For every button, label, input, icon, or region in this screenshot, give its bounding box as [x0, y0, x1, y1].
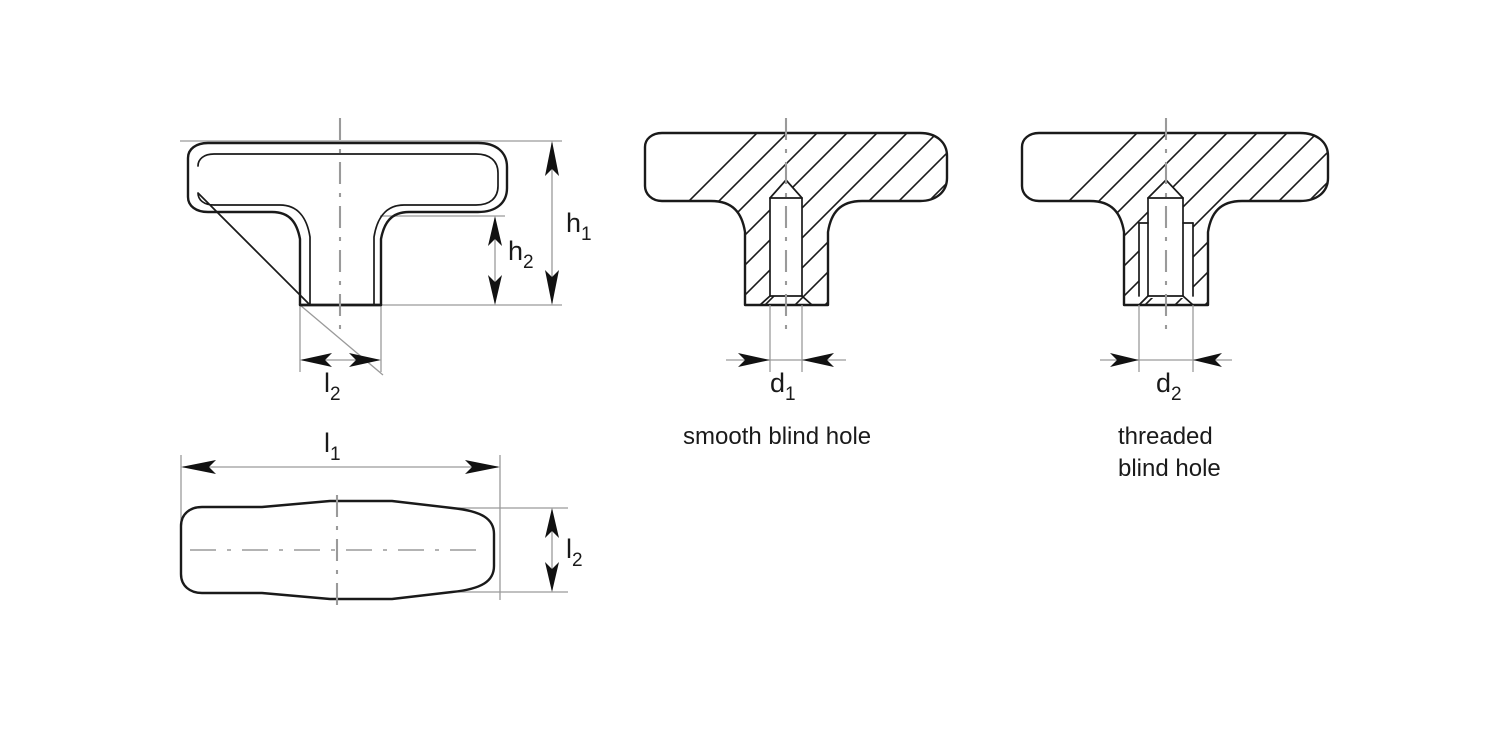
thread-mouth-chamfer: [1138, 295, 1194, 306]
dimension-d1: d1: [726, 353, 846, 405]
arrowhead-h1-bottom: [545, 270, 559, 305]
arrowhead-l2-right: [349, 353, 381, 367]
arrowhead-d2-right: [1193, 353, 1222, 367]
dimension-l2-front: l2: [300, 353, 381, 405]
dimension-l1: l1: [181, 428, 500, 474]
threaded-section-fill: [1022, 133, 1328, 305]
bore-mouth-chamfer: [759, 295, 813, 306]
dimension-h2: h2: [488, 216, 534, 305]
plan-top-view: l1 l2: [179, 428, 583, 605]
front-view-outer-profile: [186, 141, 509, 307]
threaded-section-outline: [1020, 131, 1330, 307]
dimension-label-l2-front: l2: [324, 368, 341, 405]
section-threaded-blind-hole-view: d2 threaded blind hole: [1020, 118, 1330, 482]
arrowhead-l2-plan-bottom: [545, 562, 559, 592]
dimension-l2-plan: l2: [545, 508, 583, 592]
arrowhead-d1-right: [802, 353, 834, 367]
front-view-inner-profile: [197, 153, 499, 306]
dimension-label-l2-plan: l2: [566, 534, 583, 571]
arrowhead-l1-left: [181, 460, 216, 474]
arrowhead-h1-top: [545, 141, 559, 176]
dimension-label-d2: d2: [1156, 368, 1182, 405]
dimension-label-l1: l1: [324, 428, 341, 465]
dimension-d2: d2: [1100, 353, 1232, 405]
dimension-label-h1: h1: [566, 208, 592, 245]
smooth-section-fill: [645, 133, 947, 305]
dimension-label-d1: d1: [770, 368, 796, 405]
arrowhead-l2-left: [300, 353, 332, 367]
caption-threaded-line1: threaded: [1118, 423, 1213, 450]
front-elevation-view: h1 h2 l2: [180, 118, 592, 405]
arrowhead-h2-bottom: [488, 275, 502, 305]
smooth-section-outline: [643, 131, 949, 307]
arrowhead-d2-left: [1110, 353, 1139, 367]
threaded-section-body: [1022, 133, 1328, 305]
arrowhead-h2-top: [488, 216, 502, 246]
arrowhead-l1-right: [465, 460, 500, 474]
arrowhead-l2-plan-top: [545, 508, 559, 538]
dimension-h1: h1: [545, 141, 592, 305]
plan-view-outline: [179, 499, 496, 601]
smooth-blind-hole-bore: [759, 179, 813, 306]
dimension-label-h2: h2: [508, 236, 534, 273]
caption-threaded-line2: blind hole: [1118, 455, 1221, 482]
caption-smooth-blind-hole: smooth blind hole: [683, 423, 871, 450]
extension-line-stem-left: [299, 304, 384, 376]
arrowhead-d1-left: [738, 353, 770, 367]
